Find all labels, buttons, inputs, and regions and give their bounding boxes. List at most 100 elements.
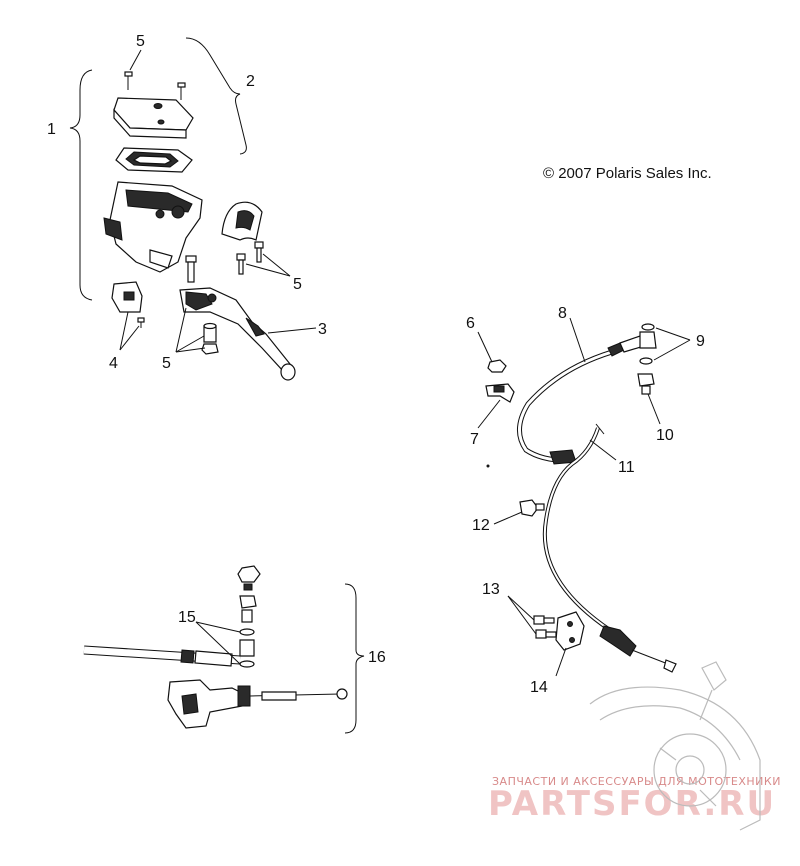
leader-10	[647, 393, 661, 425]
callout-14: 14	[530, 679, 548, 696]
bracket-16	[344, 583, 365, 734]
lever-nut	[201, 343, 219, 355]
leader-6	[477, 331, 493, 363]
fitting-body	[241, 609, 253, 623]
clamp-inner	[235, 210, 255, 231]
speck	[486, 464, 490, 468]
leader-15	[195, 621, 241, 633]
callout-13: 13	[482, 581, 500, 598]
cover-screw-left	[124, 71, 133, 90]
lever-rib	[245, 317, 265, 337]
leader-11	[589, 439, 617, 461]
banjo-fitting	[639, 331, 657, 349]
callout-16: 16	[368, 649, 386, 666]
cover-hole	[157, 119, 165, 125]
pivot-bolt	[185, 255, 197, 283]
bracket-bolt	[535, 629, 557, 639]
leader-14	[555, 647, 567, 677]
master-cylinder-assembly	[69, 37, 317, 381]
cylinder-mount	[103, 217, 123, 241]
brake-hose	[517, 339, 639, 463]
cover-hole	[153, 103, 163, 109]
callout-5-lower: 5	[162, 355, 171, 372]
leader-13	[507, 595, 535, 621]
cable-assembly	[477, 317, 761, 831]
clamp-screw	[236, 253, 246, 275]
hose-fitting	[194, 650, 233, 667]
crush-washer	[639, 357, 653, 365]
cylinder-port	[155, 209, 165, 219]
callout-2: 2	[246, 73, 255, 90]
rear-master-cylinder	[167, 679, 243, 729]
rear-master-cylinder-assembly	[83, 565, 365, 734]
callout-5-top: 5	[136, 33, 145, 50]
callout-11: 11	[618, 459, 635, 476]
bracket-hole	[569, 637, 575, 643]
leader-5-lower	[175, 335, 205, 353]
rod-thread	[261, 691, 297, 701]
clamp-screw	[254, 241, 264, 263]
banjo-fitting-rear	[239, 639, 255, 657]
diaphragm-inner	[132, 155, 173, 165]
callout-4: 4	[109, 355, 118, 372]
wheel-hub	[589, 661, 761, 831]
banjo-bolt-head	[637, 373, 655, 387]
callout-7: 7	[470, 431, 479, 448]
fitting-stub	[535, 503, 545, 511]
cable-inner-wire	[631, 649, 669, 665]
leader-5-right	[245, 263, 291, 277]
leader-5-lower	[175, 307, 187, 353]
cylinder-boss	[149, 249, 173, 269]
cable-tip	[595, 423, 605, 435]
leader-5-top	[129, 49, 142, 71]
cable-clip	[485, 383, 515, 403]
cable-end-barrel	[663, 659, 677, 673]
callout-10: 10	[656, 427, 674, 444]
brake-cable-inner	[543, 427, 611, 631]
callout-3: 3	[318, 321, 327, 338]
rear-crush-washer	[239, 628, 255, 636]
lever-pivot-hole	[207, 293, 217, 303]
cover-screw-right	[177, 82, 186, 100]
cylinder-shade	[181, 693, 199, 715]
crush-washer	[641, 323, 655, 331]
rear-crush-washer	[239, 660, 255, 668]
callout-9: 9	[696, 333, 705, 350]
callout-8: 8	[558, 305, 567, 322]
cylinder-port	[171, 205, 185, 219]
leader-13	[507, 595, 537, 635]
bracket-1	[69, 69, 93, 301]
callout-12: 12	[472, 517, 490, 534]
leader-3	[267, 327, 317, 334]
watermark: ЗАПЧАСТИ И АКСЕССУАРЫ ДЛЯ МОТОТЕХНИКИ PA…	[488, 775, 781, 824]
clevis-end	[336, 688, 348, 700]
reservoir-cover-side	[113, 108, 187, 139]
banjo-bolt-top	[237, 565, 261, 583]
copyright-text: © 2007 Polaris Sales Inc.	[543, 165, 712, 182]
clip-slot	[493, 385, 505, 393]
leader-4	[119, 311, 129, 351]
callout-1: 1	[47, 121, 56, 138]
callout-numbers: 5 2 1 5 3 4 5 6 8 9 10 7 11 12 13 14 15 …	[47, 33, 705, 696]
cylinder-cap	[237, 685, 251, 707]
cable-bracket	[555, 611, 585, 651]
callout-5-right: 5	[293, 276, 302, 293]
leader-5-right	[262, 253, 291, 277]
brake-hose-inner	[518, 340, 639, 462]
switch-screw	[137, 317, 145, 328]
leader-4	[119, 325, 140, 351]
fitting-washer	[243, 583, 253, 591]
cable-fitting	[519, 499, 539, 517]
callout-15: 15	[178, 609, 196, 626]
leader-15	[195, 621, 241, 665]
switch-window	[123, 291, 135, 301]
leader-12	[493, 511, 523, 525]
leader-7	[477, 399, 501, 429]
banjo-bolt-shank	[641, 385, 651, 395]
callout-6: 6	[466, 315, 475, 332]
watermark-caption: ЗАПЧАСТИ И АКСЕССУАРЫ ДЛЯ МОТОТЕХНИКИ	[492, 775, 781, 788]
leader-9	[653, 339, 691, 361]
clip-nut	[487, 359, 507, 373]
leader-8	[569, 317, 586, 363]
bracket-hole	[567, 621, 573, 627]
